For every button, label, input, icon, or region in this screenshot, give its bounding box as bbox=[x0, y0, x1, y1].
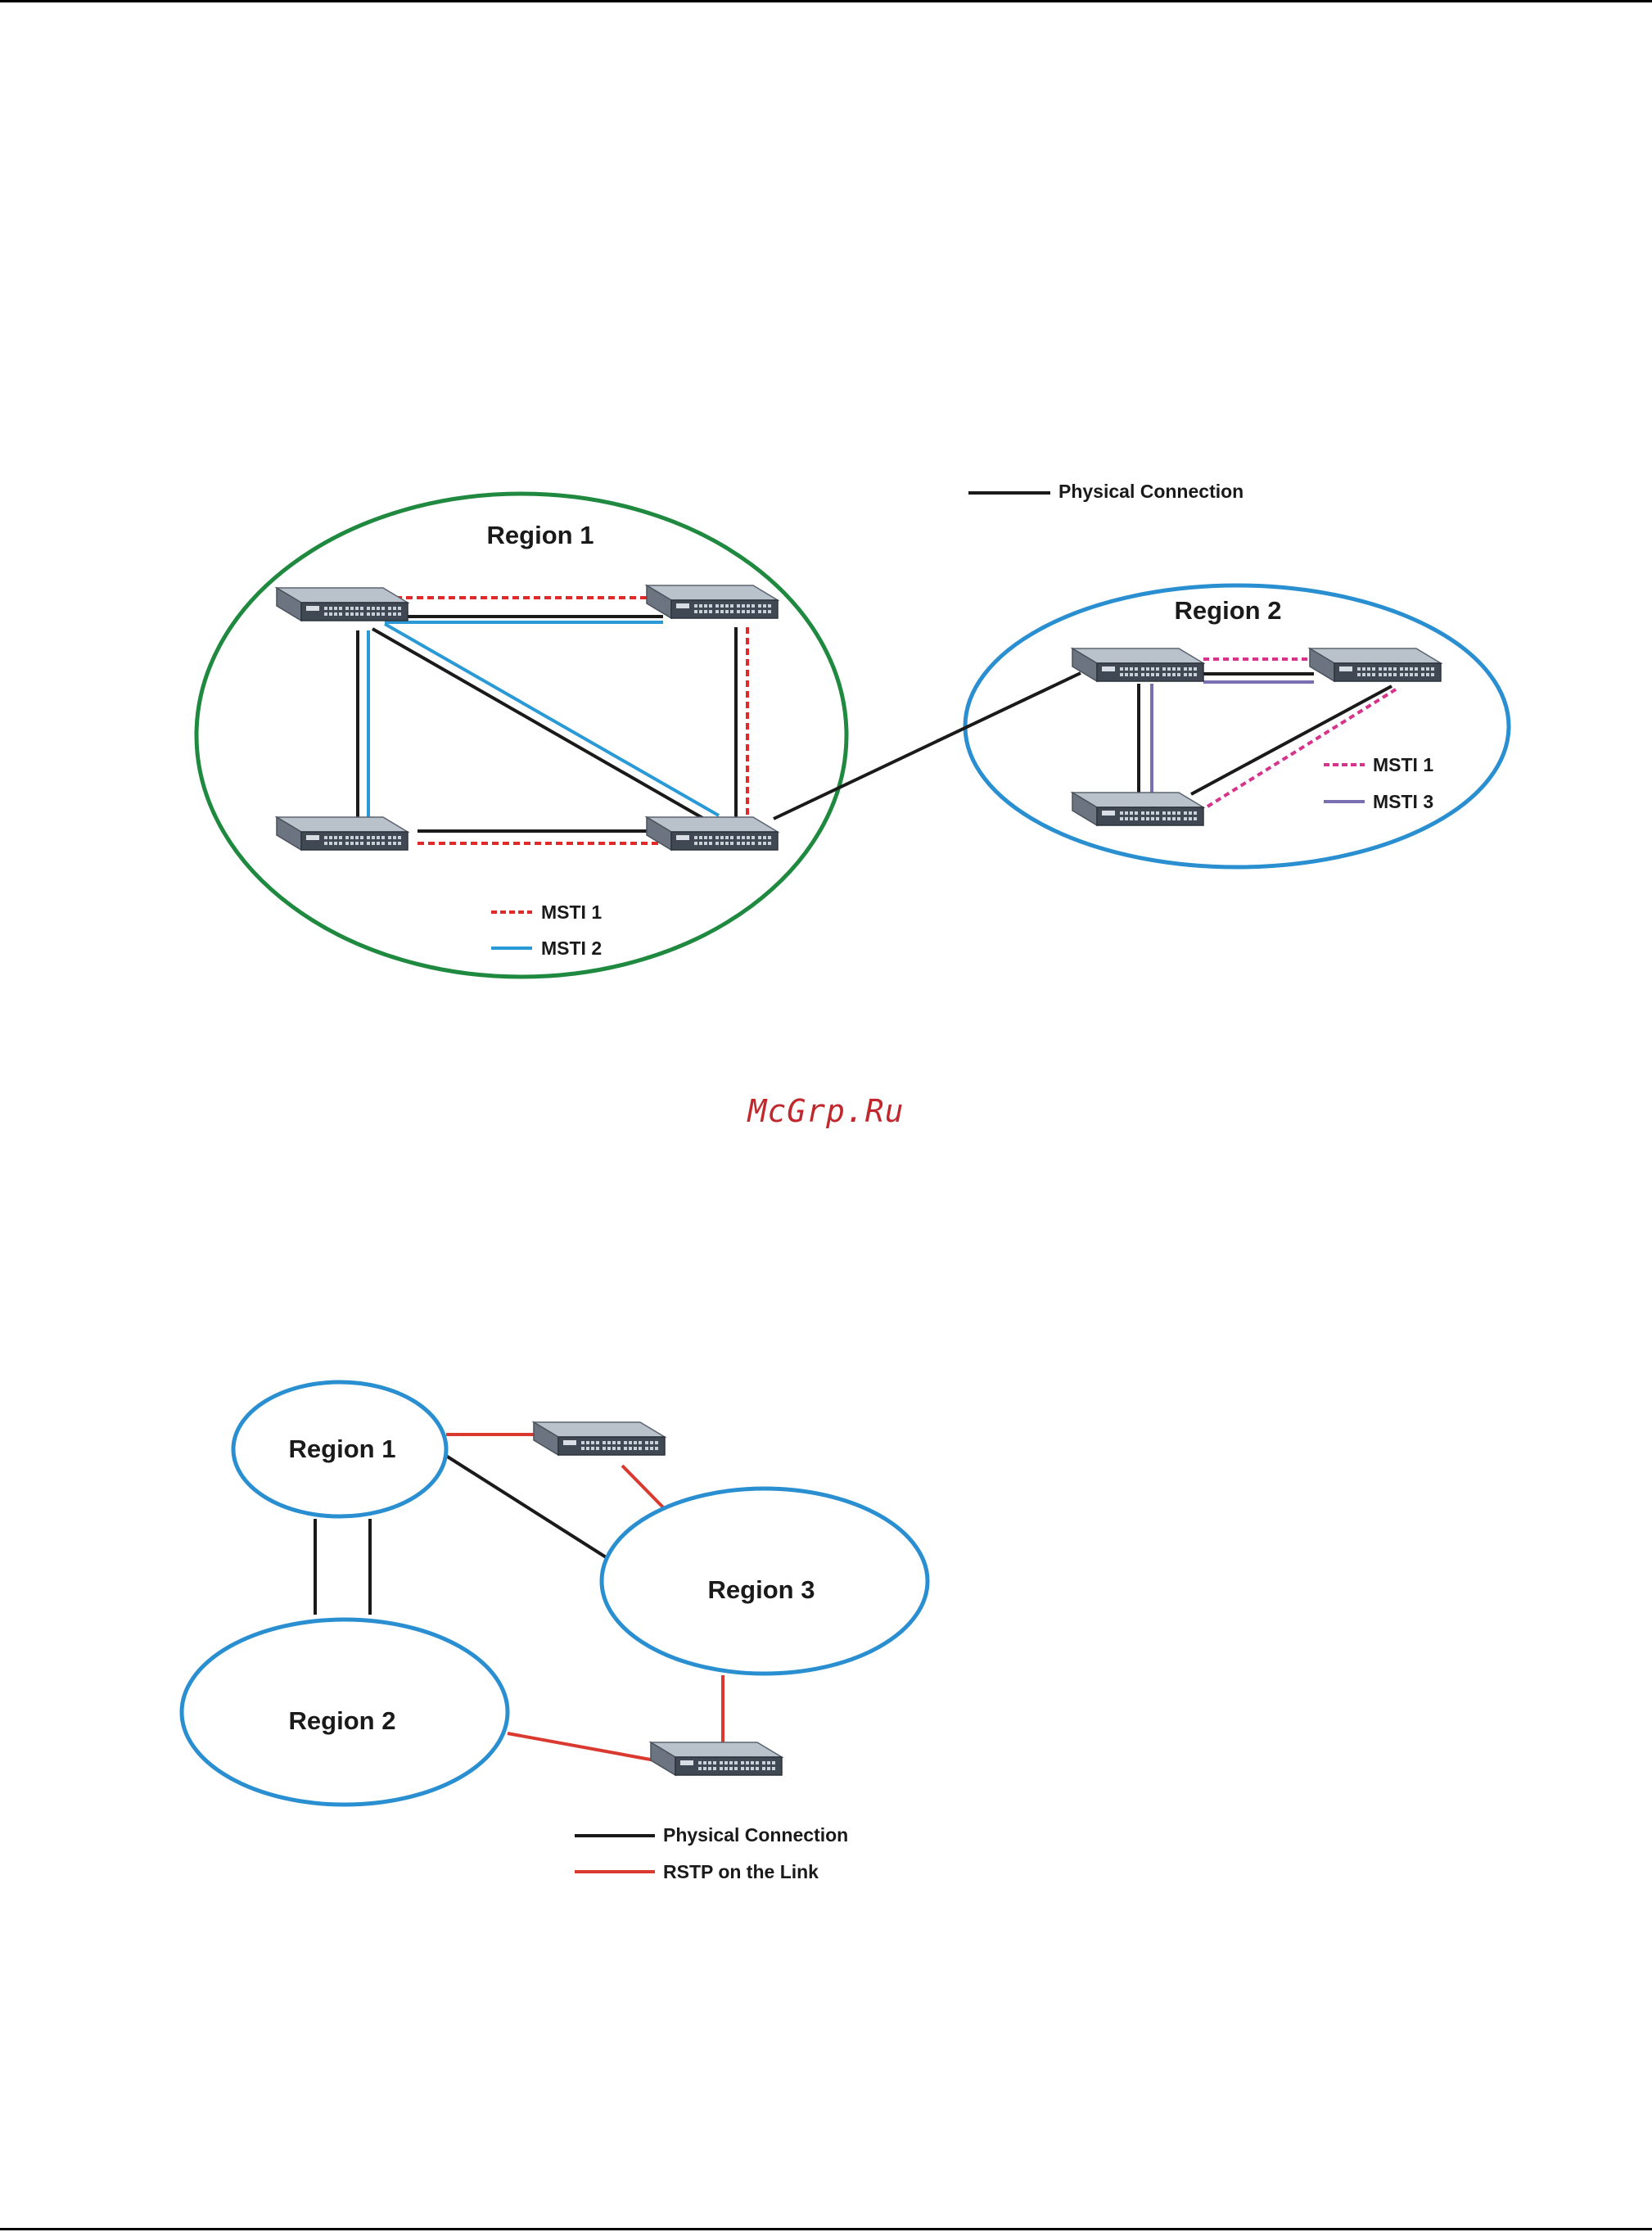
fig2-region3-title: Region 3 bbox=[708, 1575, 815, 1604]
legend-r2-msti3-label: MSTI 3 bbox=[1373, 791, 1433, 812]
legend-r1-msti1-label: MSTI 1 bbox=[541, 901, 602, 923]
switch-r2-bottom bbox=[1072, 793, 1203, 825]
fig2-region1-title: Region 1 bbox=[289, 1435, 396, 1463]
switch-r2-top-left bbox=[1072, 648, 1203, 681]
fig2-legend-physical-label: Physical Connection bbox=[663, 1824, 848, 1846]
fig2-switch-bottom bbox=[651, 1742, 782, 1775]
switch-r2-top-right bbox=[1310, 648, 1441, 681]
fig2-region2-title: Region 2 bbox=[289, 1706, 396, 1735]
region1-links bbox=[358, 598, 747, 843]
fig2-legend-rstp-label: RSTP on the Link bbox=[663, 1861, 819, 1882]
switch-r1-top-right bbox=[647, 585, 778, 618]
legend-r2-msti1-label: MSTI 1 bbox=[1373, 754, 1433, 775]
inter-region-link bbox=[774, 673, 1081, 819]
bottom-rule bbox=[0, 2228, 1652, 2230]
figure2: Region 1 Region 2 Region 3 Physical Conn… bbox=[182, 1382, 928, 1882]
watermark: McGrp.Ru bbox=[0, 1093, 1652, 1129]
fig2-switch-top bbox=[534, 1422, 665, 1455]
region2-title: Region 2 bbox=[1175, 596, 1282, 625]
legend-r1-msti2-label: MSTI 2 bbox=[541, 938, 602, 959]
region2-ellipse bbox=[965, 585, 1509, 867]
figure1: Region 1 Region 2 bbox=[196, 481, 1509, 977]
switch-r1-top-left bbox=[277, 588, 408, 621]
switch-r1-bottom-right bbox=[647, 817, 778, 850]
switch-r1-bottom-left bbox=[277, 817, 408, 850]
region1-title: Region 1 bbox=[487, 521, 594, 549]
legend-physical-label: Physical Connection bbox=[1058, 481, 1244, 502]
